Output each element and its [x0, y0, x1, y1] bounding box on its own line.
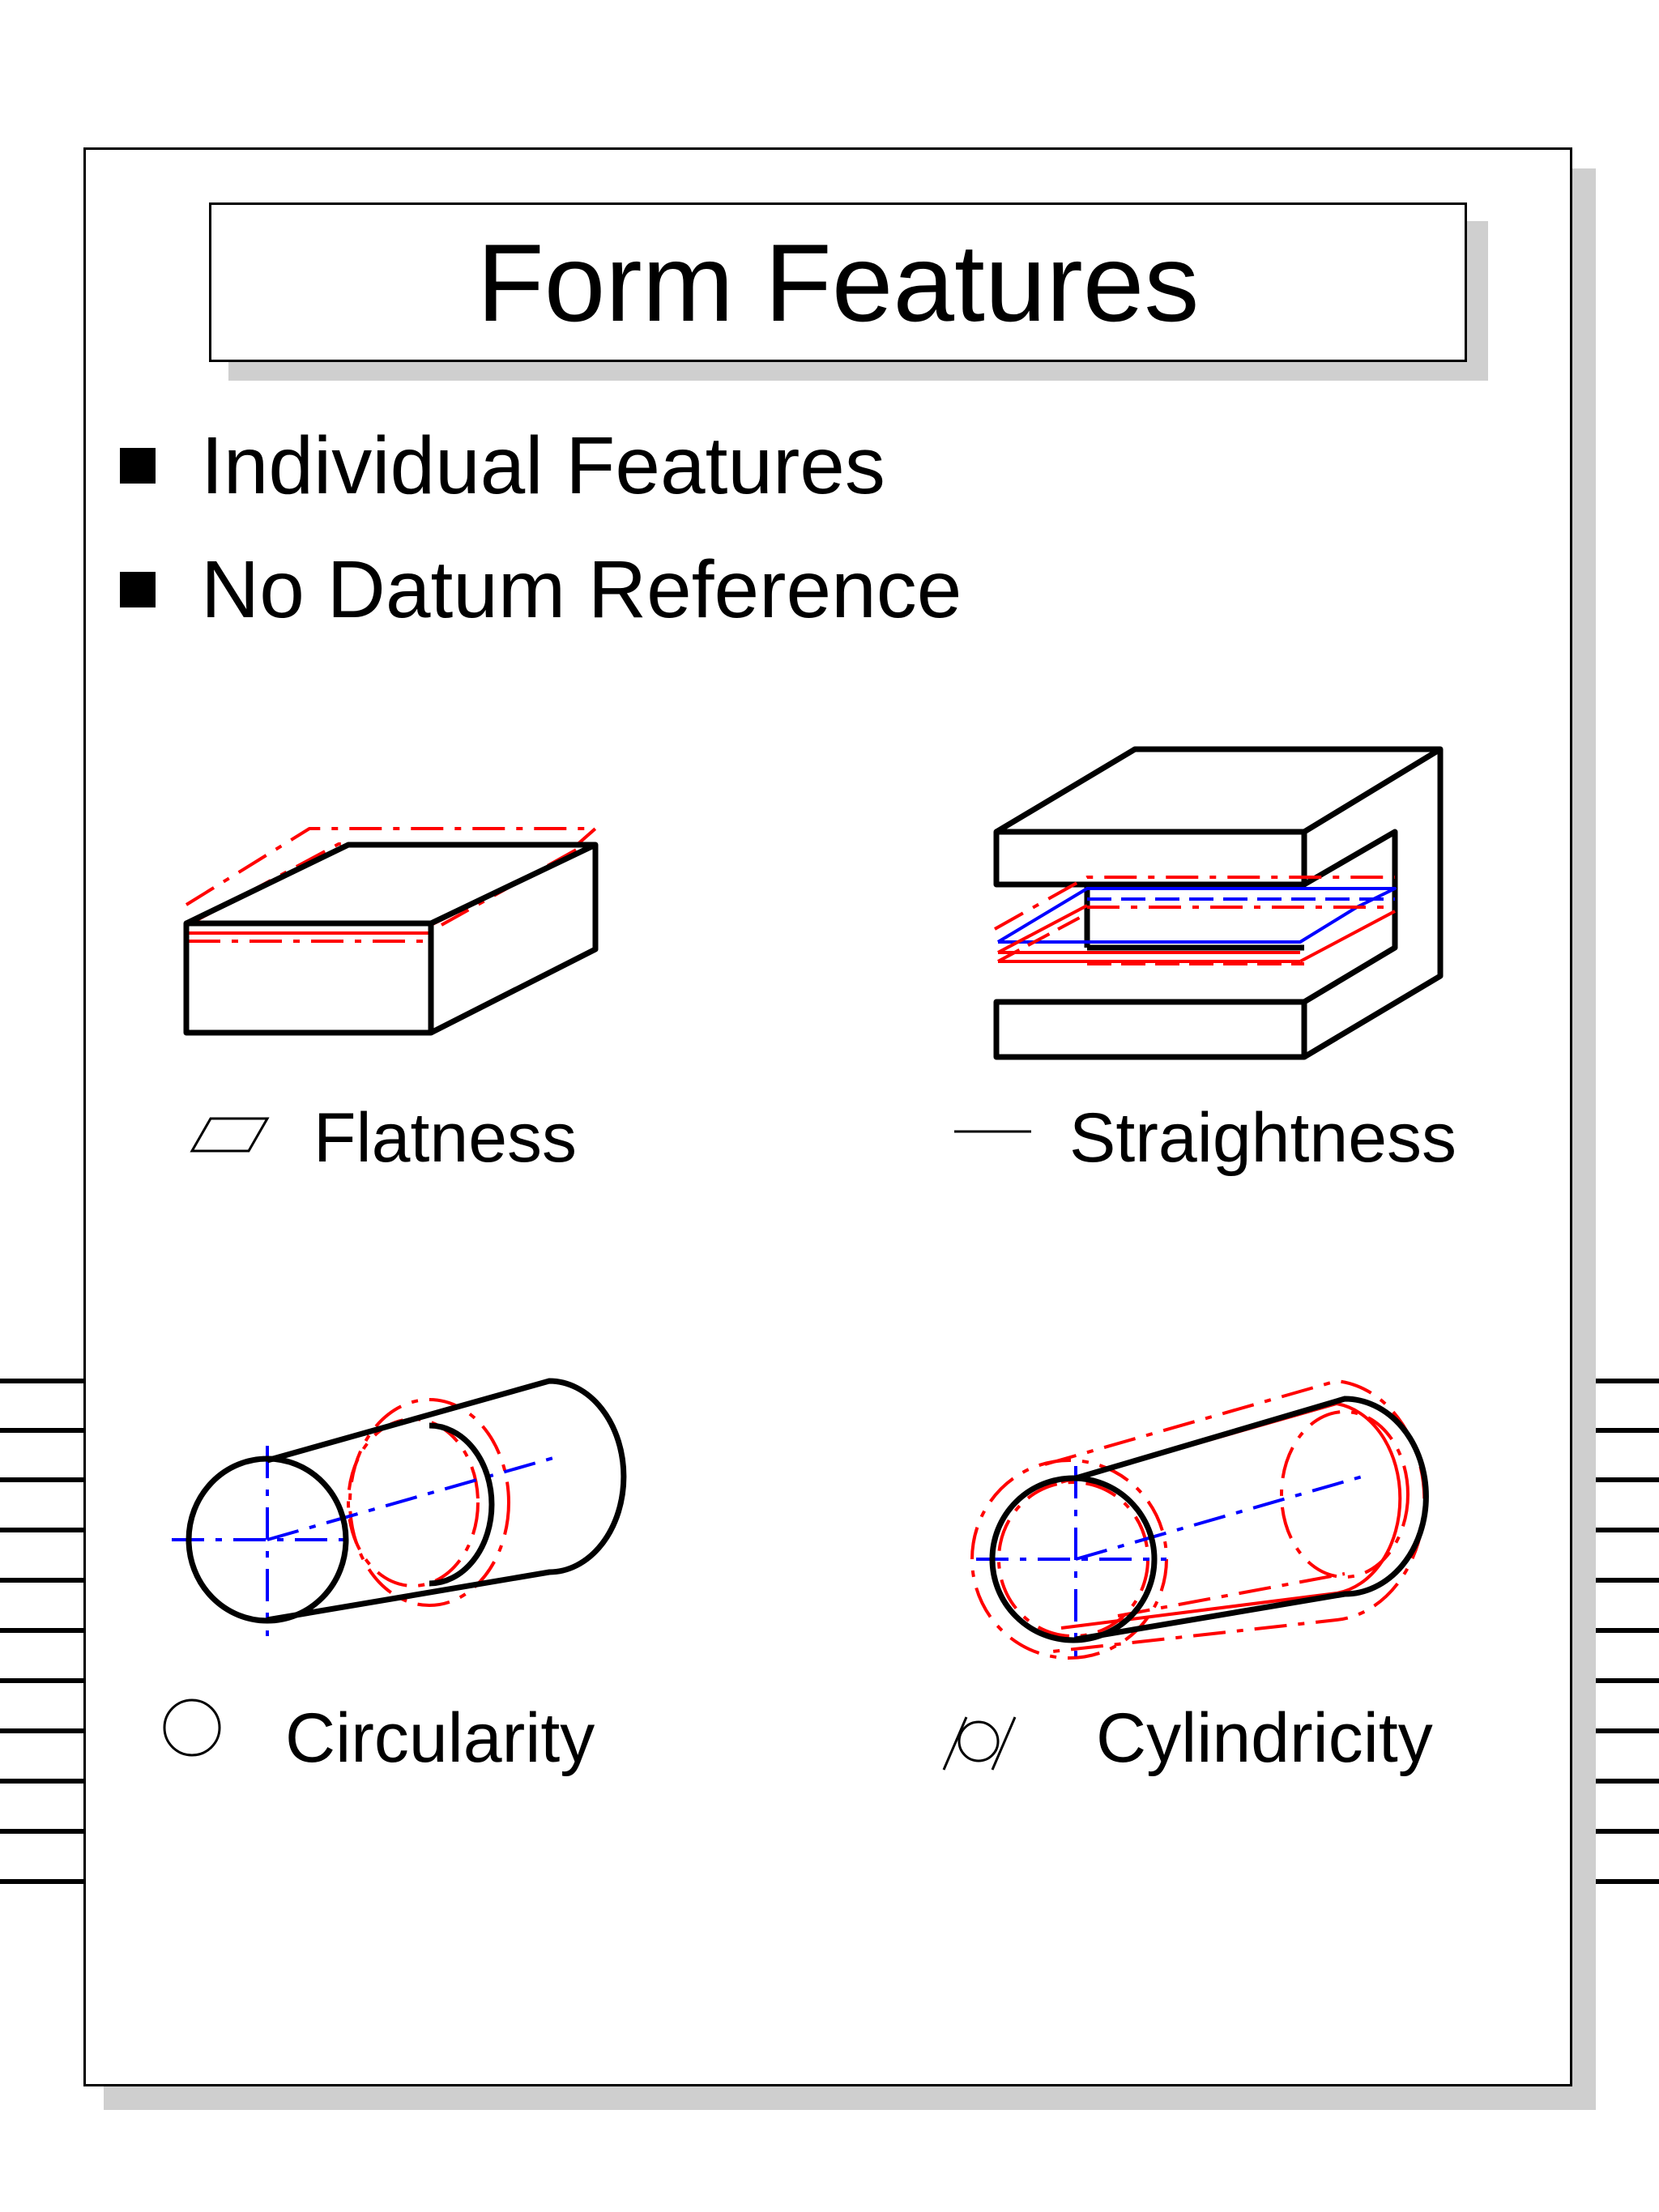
- circle-icon: [163, 1698, 221, 1757]
- binder-line: [1596, 1678, 1659, 1683]
- binder-line: [1596, 1628, 1659, 1633]
- slide-page: [83, 147, 1572, 2086]
- binder-line: [1596, 1829, 1659, 1834]
- cylindricity-illustration: [970, 1379, 1429, 1660]
- parallelogram-icon: [190, 1117, 270, 1153]
- binder-line: [0, 1628, 83, 1633]
- flatness-block: [183, 842, 599, 1036]
- straightness-center-plane: [996, 887, 1397, 944]
- circularity-center-lines: [172, 1446, 560, 1636]
- binder-line: [1596, 1428, 1659, 1433]
- bullet-item: No Datum Reference: [120, 549, 962, 630]
- binder-line: [0, 1728, 83, 1733]
- cylindricity-cylinder: [989, 1396, 1429, 1643]
- binder-line: [0, 1678, 83, 1683]
- straightness-tolerance-planes: [994, 876, 1396, 965]
- feature-label-circularity: Circularity: [285, 1699, 595, 1777]
- cylindricity-center-lines: [976, 1466, 1366, 1656]
- binder-line: [0, 1428, 83, 1433]
- binder-line: [1596, 1379, 1659, 1383]
- circularity-illustration: [172, 1378, 627, 1636]
- bullet-item: Individual Features: [120, 425, 885, 506]
- binder-line: [1596, 1779, 1659, 1784]
- square-bullet-icon: [120, 448, 156, 484]
- title-box: Form Features: [209, 202, 1467, 362]
- page-title: Form Features: [476, 220, 1200, 344]
- binder-line: [0, 1829, 83, 1834]
- binder-line: [1596, 1528, 1659, 1532]
- binder-line: [0, 1779, 83, 1784]
- cylindricity-icon: [942, 1716, 1017, 1771]
- feature-label-cylindricity: Cylindricity: [1096, 1699, 1433, 1777]
- binder-line: [0, 1578, 83, 1583]
- feature-label-straightness: Straightness: [1069, 1099, 1457, 1177]
- bullet-text: No Datum Reference: [201, 544, 962, 635]
- circularity-cylinder: [186, 1378, 627, 1624]
- binder-line: [0, 1528, 83, 1532]
- binder-line: [1596, 1728, 1659, 1733]
- straightness-illustration: [993, 746, 1444, 1060]
- square-bullet-icon: [120, 572, 156, 607]
- binder-line: [0, 1879, 83, 1884]
- binder-line: [0, 1477, 83, 1482]
- circularity-tolerance-circles: [347, 1398, 510, 1607]
- binder-line: [1596, 1578, 1659, 1583]
- binder-line: [1596, 1879, 1659, 1884]
- binder-line: [0, 1379, 83, 1383]
- flatness-illustration: [183, 827, 599, 1036]
- bullet-text: Individual Features: [201, 420, 885, 511]
- binder-line: [1596, 1477, 1659, 1482]
- feature-label-flatness: Flatness: [313, 1099, 578, 1177]
